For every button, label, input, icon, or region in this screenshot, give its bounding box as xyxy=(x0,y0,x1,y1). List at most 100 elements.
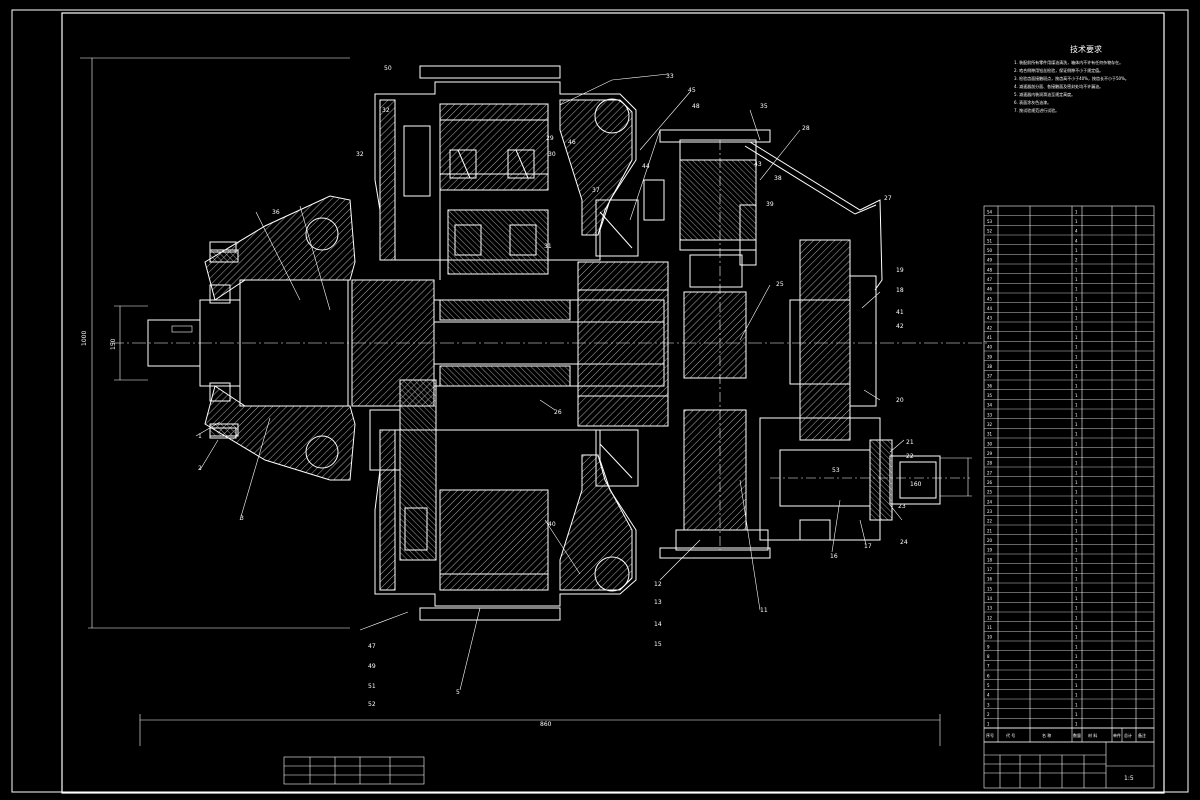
bom-cell-qty: 1 xyxy=(1075,702,1078,707)
bom-cell-qty: 4 xyxy=(1075,238,1078,243)
bom-cell-no: 27 xyxy=(987,470,993,475)
callout: 31 xyxy=(544,243,552,250)
bom-cell-no: 31 xyxy=(987,432,993,437)
bom-cell-no: 19 xyxy=(987,548,993,553)
callout: 17 xyxy=(864,543,872,550)
title-block-scale: 1:5 xyxy=(1124,775,1134,782)
bom-cell-no: 53 xyxy=(987,219,993,224)
bom-header: 序号 代 号 名 称 数量 材 料 单件 总计 备注 xyxy=(983,727,1155,743)
bom-header-cell: 材 料 xyxy=(1088,732,1097,738)
bom-cell-qty: 1 xyxy=(1075,654,1078,659)
bom-cell-qty: 1 xyxy=(1075,596,1078,601)
callout: 18 xyxy=(896,287,904,294)
bom-cell-no: 28 xyxy=(987,461,993,466)
bom-cell-qty: 1 xyxy=(1075,635,1078,640)
bom-cell-qty: 1 xyxy=(1075,267,1078,272)
callout: 52 xyxy=(368,701,376,708)
bom-cell-qty: 1 xyxy=(1075,354,1078,359)
intermediate-gear xyxy=(643,139,769,551)
bom-cell-qty: 1 xyxy=(1075,490,1078,495)
callout: 39 xyxy=(766,201,774,208)
callout: 50 xyxy=(384,65,392,72)
bom-cell-no: 50 xyxy=(987,248,993,253)
callout: 38 xyxy=(774,175,782,182)
callout: 16 xyxy=(830,553,838,560)
input-shaft xyxy=(110,279,990,407)
bolts xyxy=(209,65,771,621)
tech-req-line: 5. 减速器内装润滑油至规定高度。 xyxy=(1014,91,1075,97)
bom-cell-qty: 1 xyxy=(1075,693,1078,698)
callout: 14 xyxy=(654,621,662,628)
tech-req-line: 6. 表面涂灰色油漆。 xyxy=(1014,99,1051,105)
bom-cell-no: 32 xyxy=(987,422,993,427)
bom-cell-no: 6 xyxy=(987,673,990,678)
callout: 24 xyxy=(900,539,908,546)
left-housing xyxy=(204,195,356,481)
callout: 51 xyxy=(368,683,376,690)
bom-cell-qty: 1 xyxy=(1075,364,1078,369)
bom-cell-no: 30 xyxy=(987,441,993,446)
bom-cell-qty: 1 xyxy=(1075,528,1078,533)
callout: 48 xyxy=(692,103,700,110)
bom-cell-qty: 1 xyxy=(1075,625,1078,630)
bom-cell-qty: 1 xyxy=(1075,548,1078,553)
callout: 53 xyxy=(832,467,840,474)
callout: 27 xyxy=(884,195,892,202)
dim-input: 150 xyxy=(110,338,117,350)
callout: 30 xyxy=(548,151,556,158)
bom-cell-qty: 1 xyxy=(1075,615,1078,620)
tech-requirements-title: 技术要求 xyxy=(1070,44,1102,54)
bom-cell-no: 38 xyxy=(987,364,993,369)
bom-cell-qty: 1 xyxy=(1075,538,1078,543)
bom-cell-qty: 1 xyxy=(1075,325,1078,330)
output-section xyxy=(759,239,970,541)
bom-cell-no: 16 xyxy=(987,577,993,582)
tech-req-line: 3. 检验齿面接触斑点，按齿高不小于40%，按齿长不小于50%。 xyxy=(1014,75,1129,81)
callout: 40 xyxy=(548,521,556,528)
bom-cell-no: 22 xyxy=(987,519,993,524)
bom-cell-qty: 1 xyxy=(1075,316,1078,321)
inner-border xyxy=(61,12,1165,794)
bom-header-cell: 单件 xyxy=(1113,732,1121,738)
lower-gear xyxy=(369,379,549,591)
bom-cell-no: 26 xyxy=(987,480,993,485)
bom-cell-no: 34 xyxy=(987,403,993,408)
callout: 25 xyxy=(776,281,784,288)
bom-cell-qty: 1 xyxy=(1075,683,1078,688)
callout: 32 xyxy=(356,151,364,158)
bom-cell-qty: 1 xyxy=(1075,393,1078,398)
callout: 32 xyxy=(382,107,390,114)
bom-header-cell: 备注 xyxy=(1138,732,1146,738)
bom-cell-no: 2 xyxy=(987,712,990,717)
bom-cell-no: 17 xyxy=(987,567,993,572)
bom-cell-qty: 1 xyxy=(1075,248,1078,253)
callout: 21 xyxy=(906,439,914,446)
dim-height: 1000 xyxy=(81,331,88,346)
bom-cell-qty: 1 xyxy=(1075,577,1078,582)
bom-cell-no: 43 xyxy=(987,316,993,321)
bom-cell-no: 47 xyxy=(987,277,993,282)
callout: 41 xyxy=(896,309,904,316)
bom-cell-qty: 1 xyxy=(1075,219,1078,224)
outer-border xyxy=(11,9,1189,793)
bom-cell-no: 24 xyxy=(987,499,993,504)
bom-cell-qty: 1 xyxy=(1075,606,1078,611)
callout: 1 xyxy=(198,433,202,440)
bom-cell-qty: 4 xyxy=(1075,229,1078,234)
bom-cell-qty: 1 xyxy=(1075,470,1078,475)
callout: 49 xyxy=(368,663,376,670)
bom-cell-qty: 2 xyxy=(1075,258,1078,263)
callout: 2 xyxy=(198,465,202,472)
bom-cell-no: 23 xyxy=(987,509,993,514)
bom-cell-no: 40 xyxy=(987,345,993,350)
bom-cell-qty: 1 xyxy=(1075,451,1078,456)
bom-cell-qty: 1 xyxy=(1075,335,1078,340)
callout: 37 xyxy=(592,187,600,194)
callout: 20 xyxy=(896,397,904,404)
bom-cell-qty: 1 xyxy=(1075,557,1078,562)
bom-cell-qty: 1 xyxy=(1075,664,1078,669)
bom-cell-no: 10 xyxy=(987,635,993,640)
bom-cell-qty: 1 xyxy=(1075,519,1078,524)
tech-req-line: 1. 装配前所有零件用煤油清洗，箱体内不许有任何杂物存在。 xyxy=(1014,59,1123,65)
